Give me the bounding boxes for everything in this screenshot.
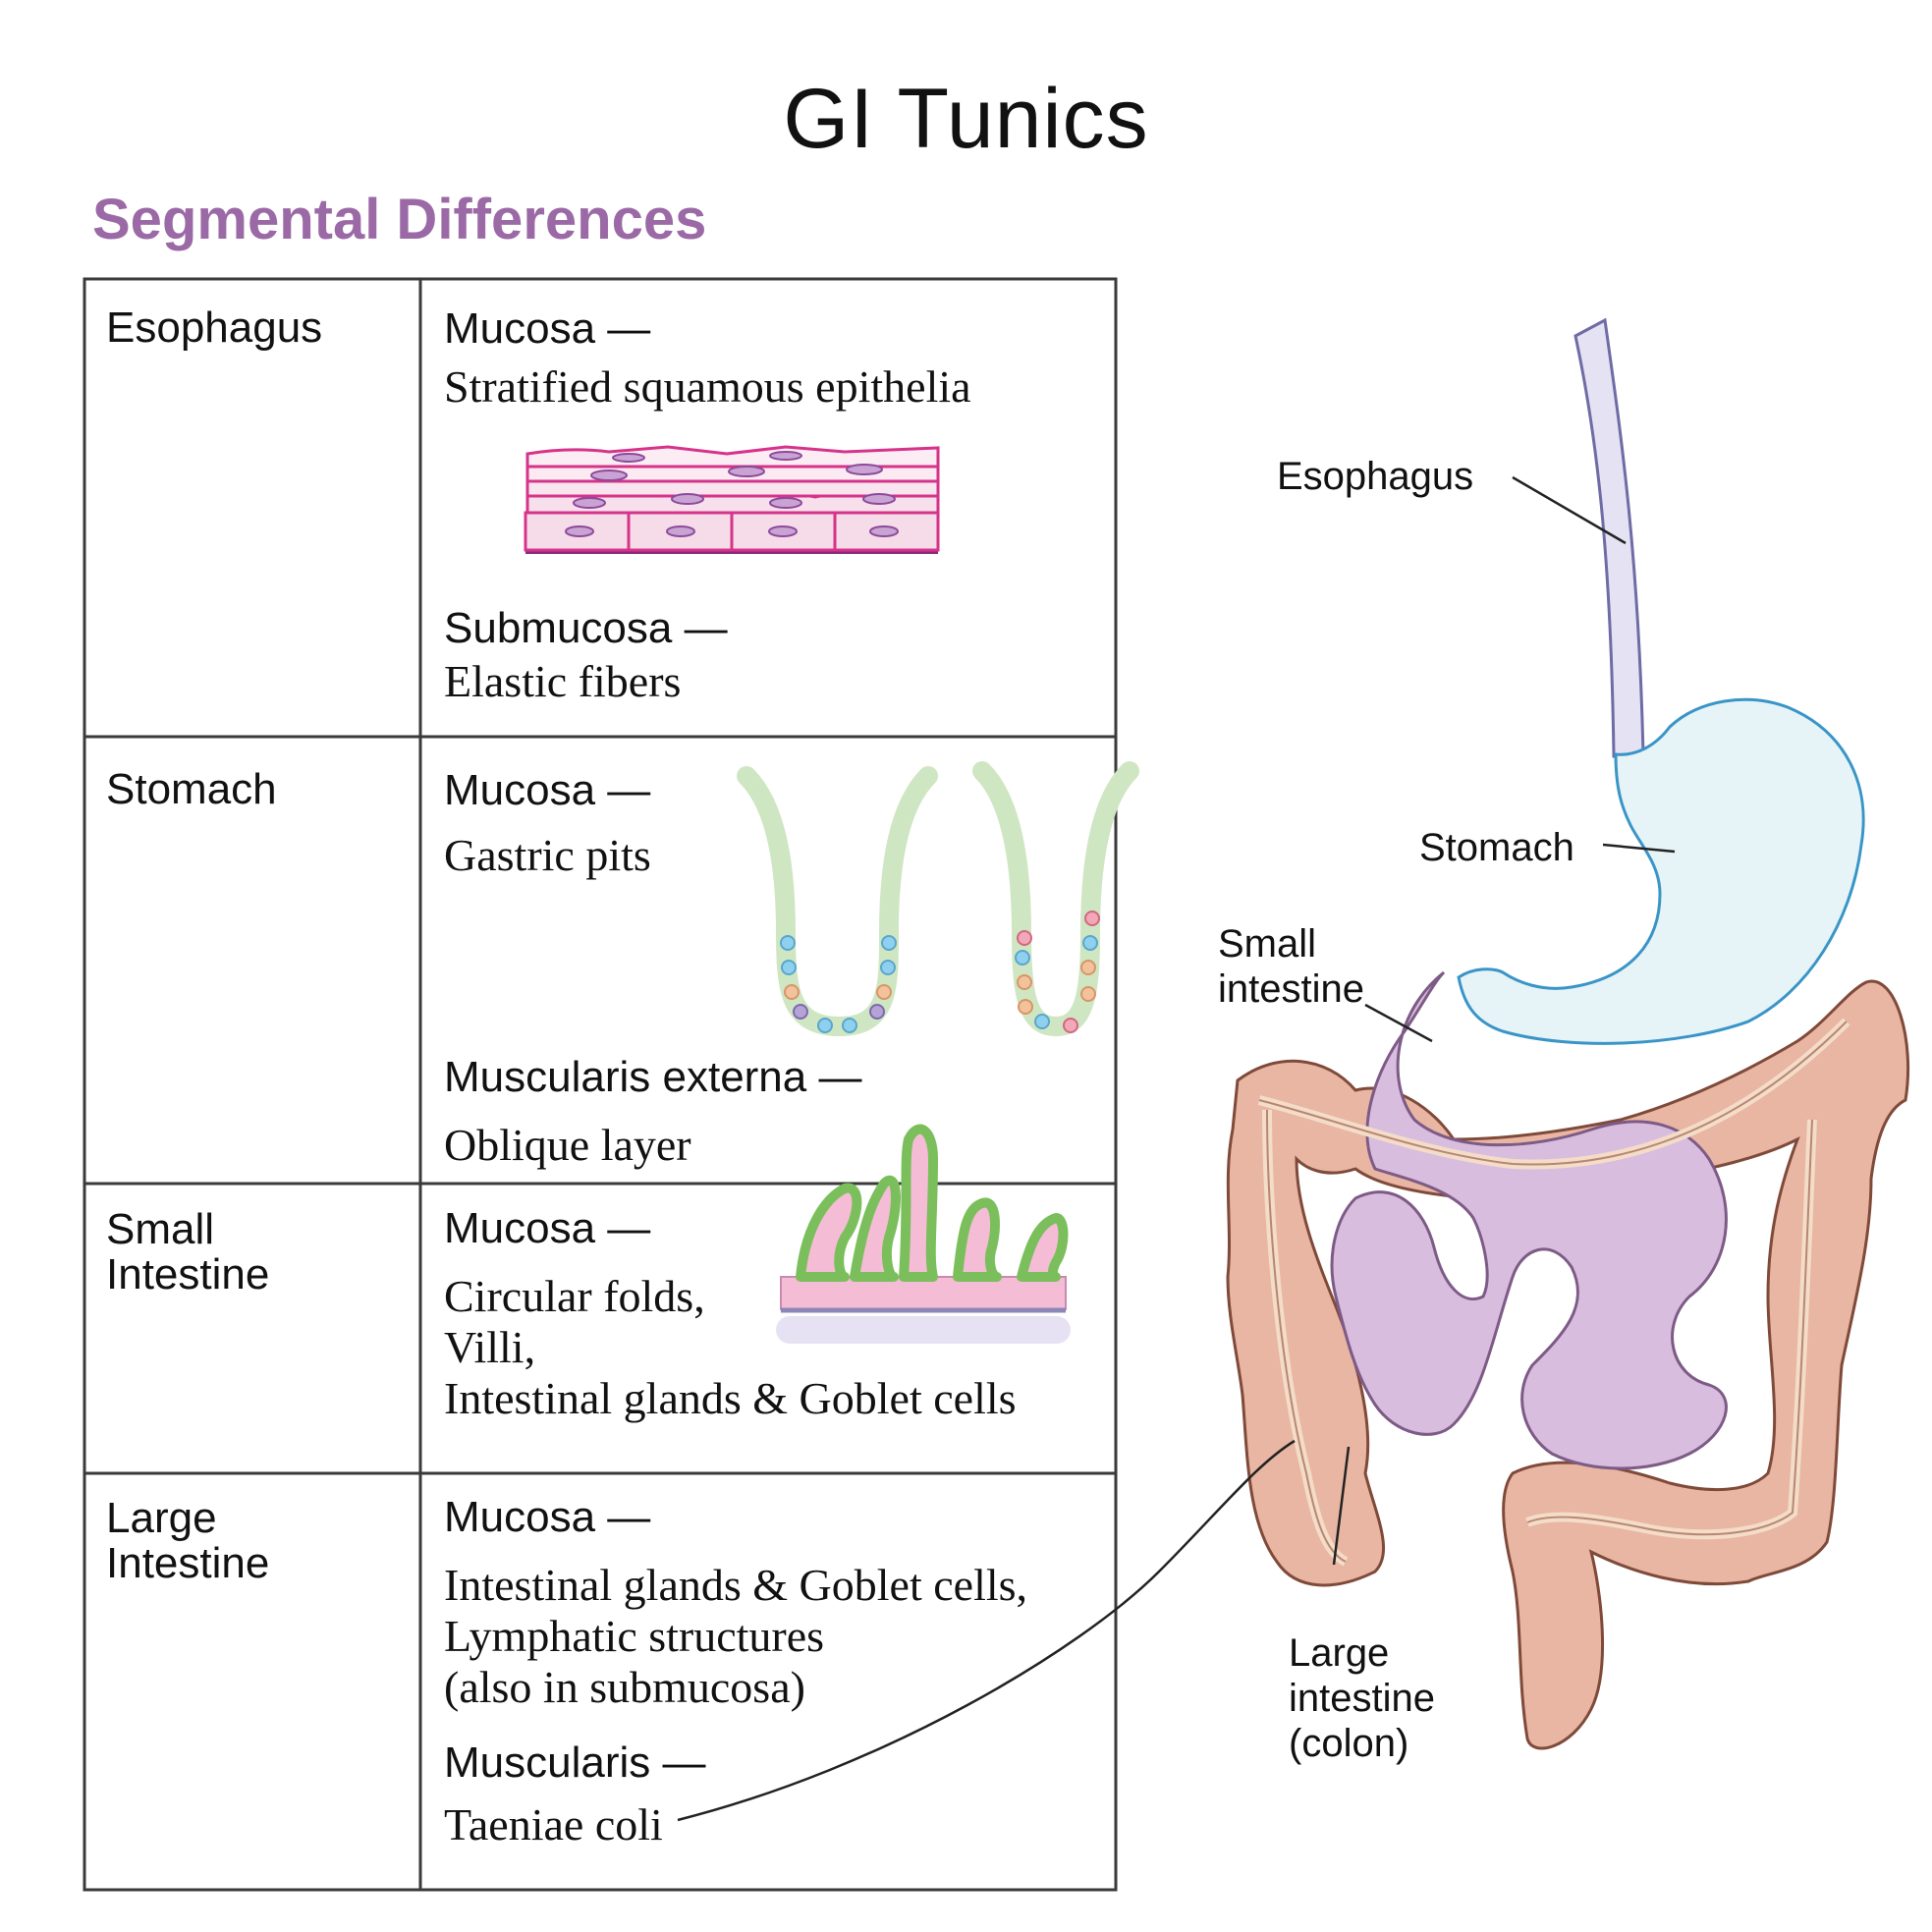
small-intestine-desc-line1: Circular folds, — [444, 1271, 705, 1321]
label-small-intestine-line2: intestine — [1218, 967, 1364, 1011]
label-large-intestine-line2: intestine — [1289, 1677, 1435, 1720]
section-subtitle: Segmental Differences — [92, 188, 707, 251]
small-intestine-shape — [1330, 970, 1728, 1470]
stomach-muscularis-label: Muscularis externa — — [444, 1053, 862, 1101]
stomach-mucosa-label: Mucosa — — [444, 766, 651, 814]
table-grid — [83, 277, 1118, 1892]
squamous-epithelium-illustration — [524, 445, 940, 554]
label-esophagus: Esophagus — [1277, 455, 1474, 498]
anatomy-illustration — [1226, 317, 1910, 1750]
esophagus-mucosa-label: Mucosa — — [444, 304, 651, 353]
stomach-muscularis-desc: Oblique layer — [444, 1120, 691, 1170]
large-intestine-mucosa-label: Mucosa — — [444, 1493, 651, 1541]
large-intestine-muscularis-label: Muscularis — — [444, 1739, 706, 1787]
large-intestine-desc-line3: (also in submucosa) — [444, 1662, 805, 1712]
segment-small-intestine-line2: Intestine — [106, 1250, 270, 1298]
esophagus-shape — [1573, 317, 1645, 758]
label-small-intestine-line1: Small — [1218, 922, 1317, 966]
page-title: GI Tunics — [783, 72, 1149, 166]
stomach-mucosa-desc: Gastric pits — [444, 830, 651, 880]
large-intestine-desc-line1: Intestinal glands & Goblet cells, — [444, 1560, 1028, 1610]
villi-illustration — [776, 1124, 1071, 1344]
segment-small-intestine-line1: Small — [106, 1205, 215, 1253]
label-large-intestine-line3: (colon) — [1289, 1722, 1409, 1765]
label-stomach: Stomach — [1419, 826, 1574, 869]
small-intestine-desc-line3: Intestinal glands & Goblet cells — [444, 1373, 1017, 1423]
esophagus-mucosa-desc: Stratified squamous epithelia — [444, 361, 971, 412]
segment-large-intestine-line1: Large — [106, 1494, 217, 1542]
esophagus-submucosa-desc: Elastic fibers — [444, 656, 682, 706]
label-large-intestine-line1: Large — [1289, 1631, 1390, 1675]
small-intestine-mucosa-label: Mucosa — — [444, 1204, 651, 1252]
large-intestine-muscularis-desc: Taeniae coli — [444, 1799, 663, 1849]
large-intestine-desc-line2: Lymphatic structures — [444, 1611, 825, 1661]
segment-esophagus: Esophagus — [106, 304, 323, 352]
segment-stomach: Stomach — [106, 765, 277, 813]
esophagus-submucosa-label: Submucosa — — [444, 604, 728, 652]
gastric-pits-illustration — [737, 761, 1139, 1037]
stomach-shape — [1457, 697, 1865, 1045]
small-intestine-desc-line2: Villi, — [444, 1322, 536, 1372]
leader-lines — [677, 475, 1676, 1822]
segment-large-intestine-line2: Intestine — [106, 1539, 270, 1587]
